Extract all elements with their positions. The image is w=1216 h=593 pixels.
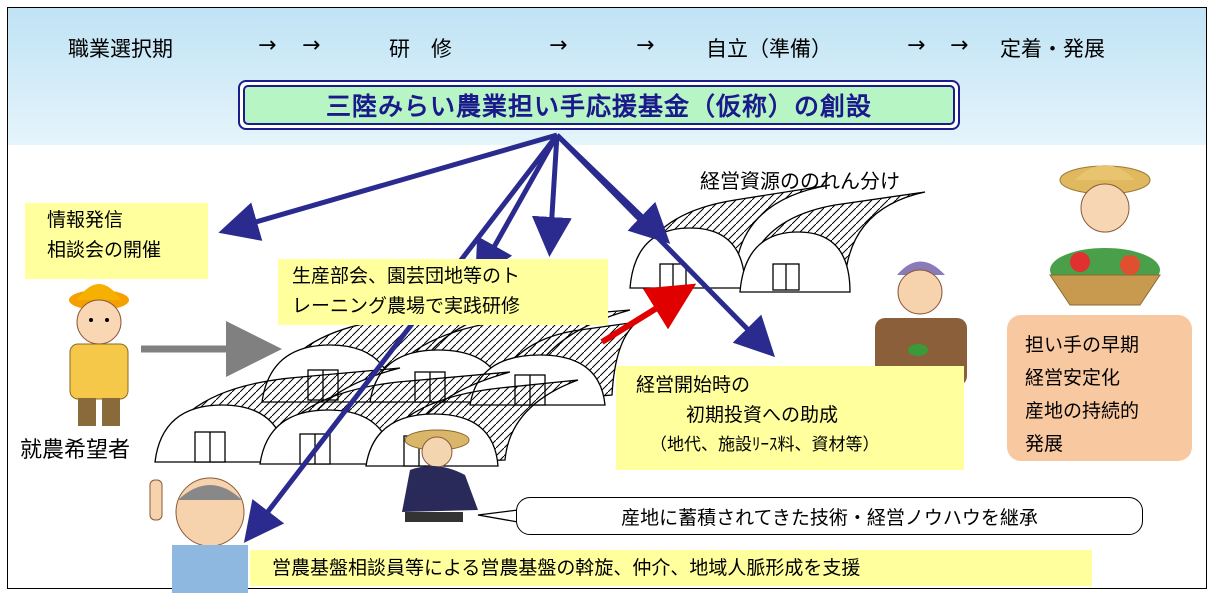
noren-label: 経営資源ののれん分け [700,169,900,193]
startup-line-1: 経営開始時の [636,374,751,396]
knowhow-text: 産地に蓄積されてきた技術・経営ノウハウを継承 [621,506,1038,529]
stable-line-1: 担い手の早期 [1025,334,1140,356]
diagram-frame [7,7,1207,589]
training-line-1: 生産部会、園芸団地等のト [292,265,521,287]
fund-arrows [218,132,776,543]
aspirant-label: 就農希望者 [20,438,131,463]
startup-line-2: 初期投資への助成 [686,404,839,426]
noren-red-arrow [600,283,697,345]
callout-pointer [477,509,519,523]
support-note: 営農基盤相談員等による営農基盤の斡旋、仲介、地域人脈形成を支援 [250,550,1092,586]
stable-line-2: 経営安定化 [1025,367,1121,389]
info-line-1: 情報発信 [47,209,124,231]
vegetable-farmer-illustration [1049,165,1161,306]
stage-arrow: → [636,33,655,58]
stage-establishment: 定着・発展 [1000,37,1105,61]
training-note: 生産部会、園芸団地等のト レーニング農場で実践研修 [278,259,608,325]
fund-box: 三陸みらい農業担い手応援基金（仮称）の創設 [238,80,960,130]
greenhouse-noren-2 [739,191,926,293]
advisor-illustration [149,477,248,593]
stable-line-4: 発展 [1025,433,1064,455]
kneeling-farmer-illustration [402,429,478,522]
info-session-note: 情報発信 相談会の開催 [25,203,208,279]
stage-career-choice: 職業選択期 [68,37,173,61]
stage-independence: 自立（準備） [706,37,832,61]
startup-subsidy-note: 経営開始時の 初期投資への助成 （地代、施設ﾘｰｽ料、資材等） [616,366,964,470]
stage-arrow: → [258,33,277,58]
stage-training: 研 修 [389,37,452,61]
stage-arrow: → [302,33,321,58]
info-line-2: 相談会の開催 [47,239,162,261]
stable-management-box: 担い手の早期 経営安定化 産地の持続的 発展 [1007,315,1192,461]
aspirant-farmer-illustration [69,284,129,426]
stage-arrow: → [549,33,568,58]
stage-arrow: → [907,33,926,58]
fund-title: 三陸みらい農業担い手応援基金（仮称）の創設 [243,85,955,125]
training-line-2: レーニング農場で実践研修 [292,295,521,317]
stage-arrow: → [950,33,969,58]
greenhouse-training-4 [154,367,401,463]
stable-line-3: 産地の持続的 [1025,400,1140,422]
startup-line-3: （地代、施設ﾘｰｽ料、資材等） [650,435,880,455]
support-text: 営農基盤相談員等による営農基盤の斡旋、仲介、地域人脈形成を支援 [272,557,861,579]
knowhow-callout: 産地に蓄積されてきた技術・経営ノウハウを継承 [516,497,1143,535]
